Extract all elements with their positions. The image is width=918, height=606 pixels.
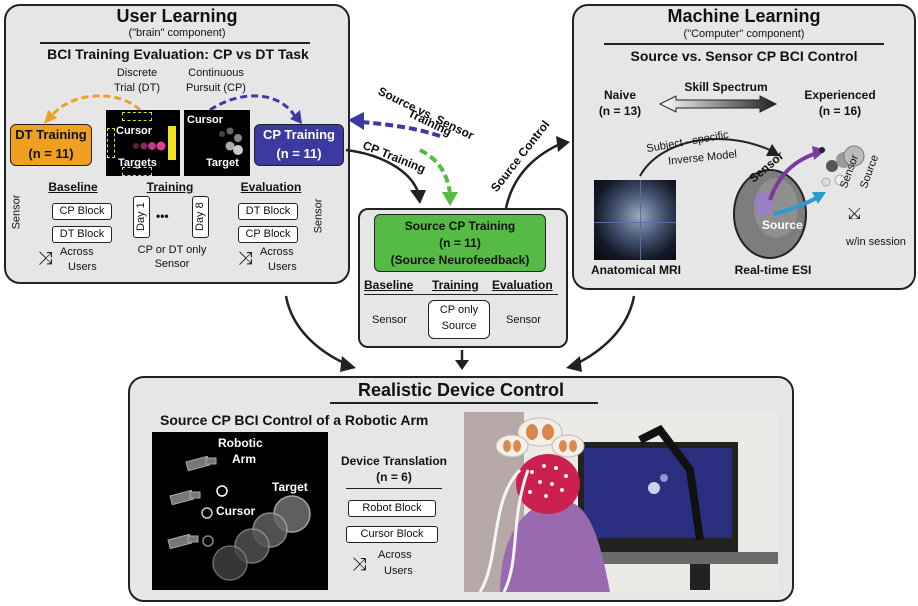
- cp-training-n: (n = 11): [276, 146, 322, 161]
- center-training-header: Training: [432, 278, 479, 292]
- source-cp-training-box: Source CP Training (n = 11) (Source Neur…: [374, 214, 546, 272]
- device-title: Realistic Device Control: [357, 380, 565, 400]
- mri-crosshair-v: [640, 180, 641, 260]
- dt-targets-label: Targets: [118, 157, 157, 169]
- dt-target-top: [122, 112, 152, 121]
- robot-label-robotic: Robotic: [218, 436, 263, 450]
- machine-learning-subtitle: ("Computer" component): [683, 28, 805, 40]
- ul-ellipsis: •••: [156, 209, 169, 223]
- divider: [364, 294, 558, 295]
- divider: [330, 402, 598, 404]
- center-cp-only-box: CP only Source: [428, 300, 490, 339]
- ml-experienced: Experienced: [804, 88, 876, 102]
- divider: [346, 488, 442, 489]
- device-translation-n: (n = 6): [376, 470, 412, 484]
- divider: [604, 43, 884, 45]
- dt-target-left: [107, 128, 115, 158]
- ul-training-note2: Sensor: [154, 258, 190, 270]
- cp-cursor-label: Cursor: [187, 114, 224, 126]
- device-across: Across: [378, 549, 412, 561]
- ul-users-right: Users: [268, 261, 297, 273]
- robot-label-arm: Arm: [232, 452, 257, 466]
- user-learning-title: User Learning: [116, 6, 238, 26]
- ul-baseline-header: Baseline: [48, 180, 98, 194]
- dt-training-label: DT Training: [15, 127, 87, 142]
- robot-label-cursor: Cursor: [216, 504, 256, 518]
- mri-crosshair-h: [594, 222, 676, 223]
- center-source: Source: [441, 320, 477, 332]
- dt-target-right-active: [168, 126, 176, 160]
- center-sensor1: Sensor: [372, 314, 407, 326]
- dt-training-n: (n = 11): [28, 146, 74, 161]
- cp-target-label: Target: [206, 157, 239, 169]
- shuffle-icon: ⤨: [38, 248, 53, 268]
- ul-across-left: Across: [60, 246, 94, 258]
- ul-baseline-dt-block: DT Block: [52, 226, 112, 243]
- ul-training-header: Training: [146, 180, 194, 194]
- ml-within-session: w/in session: [846, 236, 906, 248]
- bci-eval-title: BCI Training Evaluation: CP vs DT Task: [47, 46, 309, 62]
- ml-naive: Naive: [603, 88, 637, 102]
- swap-icon: ⤩: [848, 206, 861, 223]
- dt-training-box: DT Training (n = 11): [10, 124, 92, 166]
- robot-block: Robot Block: [348, 500, 436, 517]
- dt-cursor-label: Cursor: [116, 125, 153, 137]
- device-subtitle: Source CP BCI Control of a Robotic Arm: [160, 412, 429, 428]
- cp-training-label: CP Training: [263, 127, 335, 142]
- center-cp-only: CP only: [439, 304, 479, 316]
- ul-users-left: Users: [68, 261, 97, 273]
- ul-eval-cp-block: CP Block: [238, 226, 298, 243]
- cp-caption: Continuous Pursuit (CP): [186, 67, 246, 94]
- user-learning-subtitle: ("brain" component): [128, 27, 226, 39]
- ml-experienced-n: (n = 16): [818, 104, 862, 118]
- ml-realtime-esi: Real-time ESI: [734, 263, 812, 277]
- source-cp-n: (n = 11): [439, 236, 481, 250]
- ml-source-label: Source: [762, 218, 803, 232]
- ml-anatomical-mri: Anatomical MRI: [590, 263, 681, 277]
- source-cp-title: Source CP Training: [404, 219, 516, 233]
- ml-skill-spectrum: Skill Spectrum: [684, 80, 768, 94]
- cp-task-image: [184, 110, 250, 176]
- ul-evaluation-header: Evaluation: [240, 180, 302, 194]
- center-evaluation-header: Evaluation: [492, 278, 553, 292]
- ul-baseline-cp-block: CP Block: [52, 203, 112, 220]
- ml-naive-n: (n = 13): [598, 104, 642, 118]
- dt-caption: Discrete Trial (DT): [113, 67, 161, 94]
- machine-learning-title: Machine Learning: [667, 6, 821, 26]
- source-cp-sub: (Source Neurofeedback): [390, 253, 530, 267]
- device-users: Users: [384, 565, 413, 577]
- mri-image: [594, 180, 676, 260]
- shuffle-icon: ⤨: [238, 248, 253, 268]
- center-baseline-header: Baseline: [364, 278, 414, 292]
- center-sensor2: Sensor: [506, 314, 541, 326]
- ul-across-right: Across: [260, 246, 294, 258]
- shuffle-icon: ⤨: [352, 554, 367, 574]
- device-translation: Device Translation: [340, 454, 448, 468]
- dt-target-bottom: [122, 167, 152, 176]
- ul-eval-dt-block: DT Block: [238, 203, 298, 220]
- robot-label-target: Target: [272, 480, 308, 494]
- cp-training-box: CP Training (n = 11): [254, 124, 344, 166]
- ml-control-title: Source vs. Sensor CP BCI Control: [630, 48, 858, 64]
- divider: [40, 42, 310, 44]
- cursor-block: Cursor Block: [346, 526, 438, 543]
- ul-training-note: CP or DT only: [137, 244, 207, 256]
